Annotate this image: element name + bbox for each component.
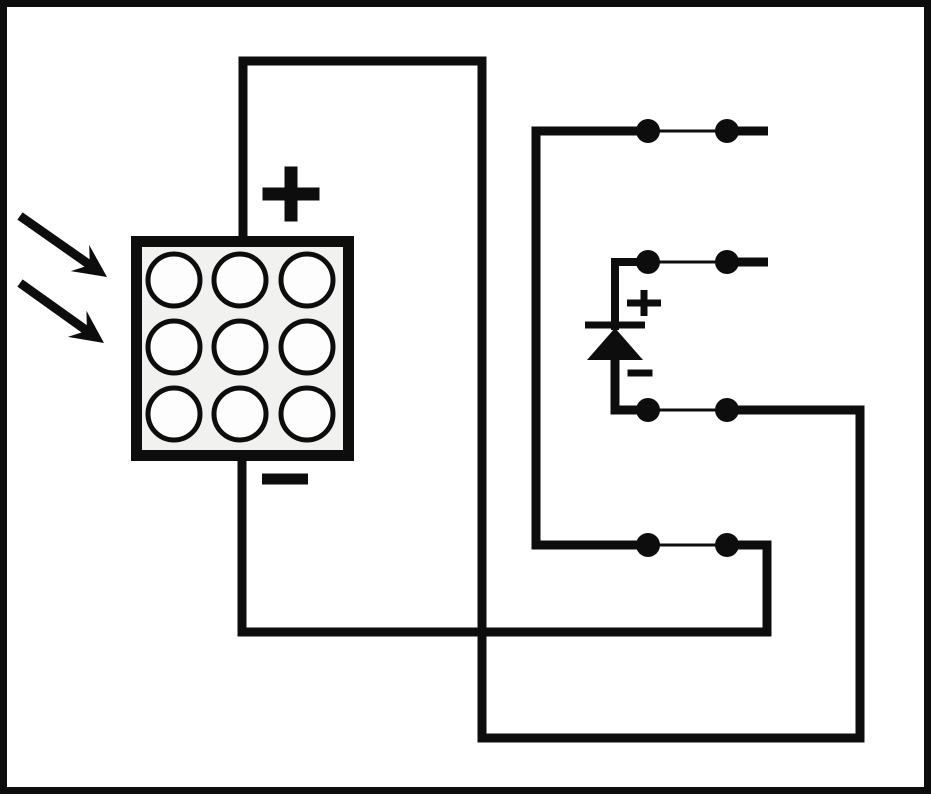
terminal-dot-8 [715,533,739,557]
solar-cell-4 [145,318,203,376]
diode-triangle [587,328,643,360]
terminal-dot-3 [636,250,660,274]
panel-positive-label-vbar [284,166,298,222]
terminal-dot-2 [715,119,739,143]
solar-cell-2 [211,251,269,309]
solar-cell-5 [211,318,269,376]
sunlight-arrow-1-head-icon [70,244,107,277]
solar-cell-7 [145,385,203,443]
panel-negative-label [262,473,308,485]
terminal-dot-4 [715,250,739,274]
sunlight-arrow-2-shaft [17,279,94,338]
wire-panel-positive-loop [238,56,865,743]
solar-cell-9 [278,385,336,443]
terminal-dot-5 [636,398,660,422]
wire-row1-to-row4 [531,126,649,550]
terminal-dot-7 [636,533,660,557]
terminal-dot-6 [715,398,739,422]
sunlight-arrow-2-head-icon [67,310,104,343]
solar-cell-8 [211,385,269,443]
diode-positive-label-vbar [640,290,648,316]
solar-cell-6 [278,318,336,376]
diode-negative-label [627,369,653,377]
solar-cell-1 [145,251,203,309]
terminal-dot-1 [636,119,660,143]
sunlight-arrow-1-shaft [17,212,97,272]
wire-row4-to-panel-negative [237,452,772,637]
solar-cell-3 [278,251,336,309]
